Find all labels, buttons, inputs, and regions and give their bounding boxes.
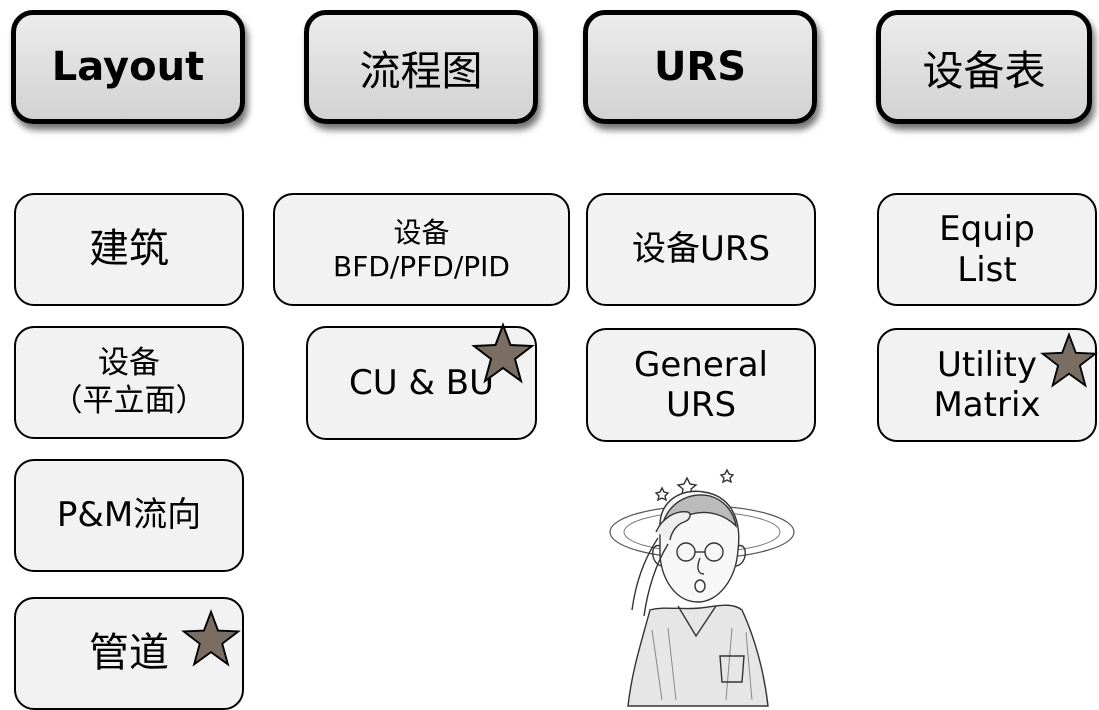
- star-icon: [471, 322, 535, 384]
- box-pm-flow[interactable]: P&M流向: [14, 459, 244, 572]
- box-general-urs[interactable]: General URS: [586, 328, 816, 442]
- box-utility-matrix-line1: Utility: [936, 344, 1037, 385]
- header-flowchart[interactable]: 流程图: [304, 10, 538, 124]
- box-bfd-line2: BFD/PFD/PID: [333, 249, 510, 283]
- box-pm-flow-label: P&M流向: [56, 495, 202, 536]
- box-bfd-pfd-pid[interactable]: 设备 BFD/PFD/PID: [273, 193, 570, 306]
- header-equipment-list[interactable]: 设备表: [876, 10, 1092, 124]
- box-equipment-list-line1: Equip: [939, 209, 1035, 250]
- star-icon: [1040, 332, 1098, 388]
- box-piping-label: 管道: [89, 629, 169, 676]
- header-layout[interactable]: Layout: [11, 10, 245, 124]
- box-equipment-elevation-line2: （平立面）: [51, 382, 207, 419]
- box-equipment-list-line2: List: [957, 249, 1017, 290]
- star-icon: [181, 609, 241, 667]
- box-equipment-urs[interactable]: 设备URS: [586, 193, 816, 306]
- box-cu-bu-label: CU & BU: [349, 362, 494, 403]
- box-general-urs-line1: General: [634, 344, 768, 385]
- box-equipment-list[interactable]: Equip List: [877, 193, 1097, 306]
- header-urs[interactable]: URS: [583, 10, 817, 124]
- box-cu-bu[interactable]: CU & BU: [306, 326, 537, 440]
- box-bfd-line1: 设备: [393, 215, 450, 249]
- box-utility-matrix-line2: Matrix: [933, 385, 1041, 425]
- box-general-urs-line2: URS: [665, 385, 737, 425]
- dizzy-person-illustration: [609, 468, 795, 707]
- box-equipment-urs-label: 设备URS: [631, 229, 771, 270]
- box-building-label: 建筑: [89, 225, 169, 272]
- box-utility-matrix[interactable]: Utility Matrix: [877, 328, 1097, 442]
- box-building[interactable]: 建筑: [14, 193, 244, 306]
- box-equipment-elevation[interactable]: 设备 （平立面）: [14, 326, 244, 439]
- box-equipment-elevation-line1: 设备: [98, 345, 160, 382]
